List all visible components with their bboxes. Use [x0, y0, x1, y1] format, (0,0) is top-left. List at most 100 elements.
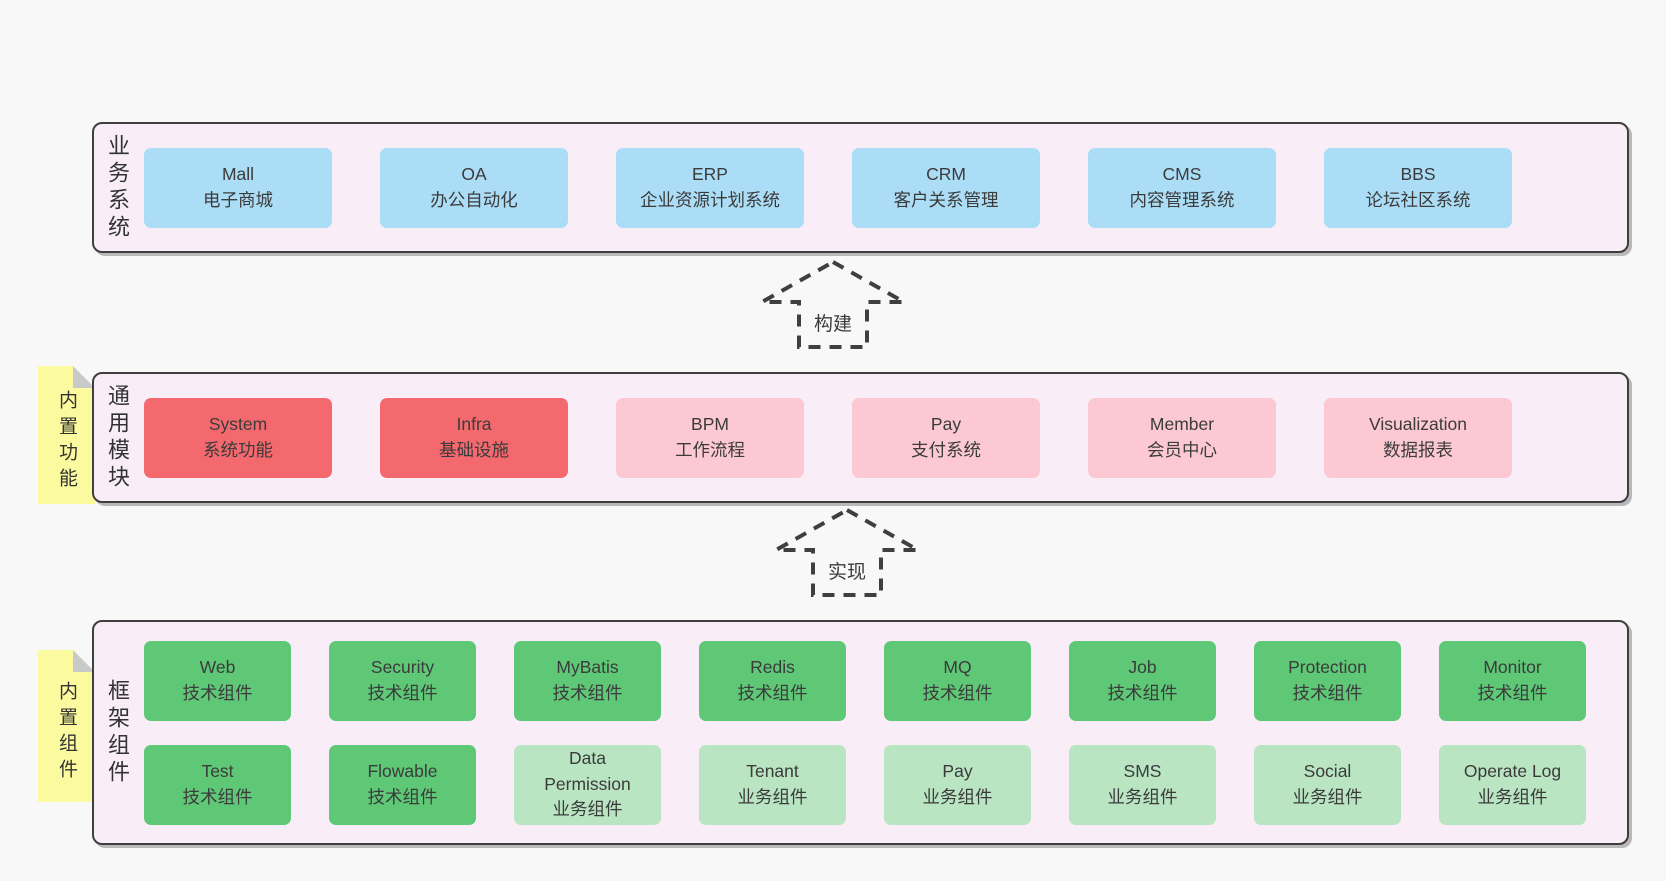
- box-bbs: BBS 论坛社区系统: [1324, 147, 1512, 228]
- layer-common-modules: 通用模块 System 系统功能 Infra 基础设施 BPM 工作流程 Pay…: [92, 372, 1629, 503]
- box-subtitle: 业务组件: [737, 786, 808, 807]
- sticky-note-builtin-features: 内置功能: [38, 366, 95, 504]
- box-subtitle: 业务组件: [1107, 786, 1178, 807]
- box-title: ERP: [692, 164, 728, 185]
- box-title: System: [208, 414, 268, 435]
- layer-label-business-systems: 业务系统: [105, 133, 130, 242]
- box-data-permission: Data Permission 业务组件: [514, 744, 661, 825]
- up-arrow-icon: [758, 259, 908, 349]
- box-title: CRM: [926, 164, 966, 185]
- arrow-implement-label: 实现: [824, 556, 870, 585]
- box-title: Flowable: [367, 761, 438, 782]
- box-title: Pay: [930, 414, 962, 435]
- arrow-implement: 实现: [772, 506, 922, 598]
- box-subtitle: 技术组件: [737, 682, 808, 703]
- layer-business-systems: 业务系统 Mall 电子商城 OA 办公自动化 ERP 企业资源计划系统 CRM…: [92, 122, 1629, 253]
- box-title: Visualization: [1369, 414, 1467, 435]
- box-subtitle: 技术组件: [1477, 682, 1548, 703]
- box-test: Test 技术组件: [144, 744, 291, 825]
- box-title: MyBatis: [556, 657, 619, 678]
- sticky-note-text: 内置组件: [56, 681, 77, 785]
- sticky-note-text: 内置功能: [56, 390, 77, 494]
- box-title: Monitor: [1483, 657, 1542, 678]
- box-tenant: Tenant 业务组件: [699, 744, 846, 825]
- box-title: Security: [370, 657, 435, 678]
- box-subtitle: 技术组件: [367, 682, 438, 703]
- box-web: Web 技术组件: [144, 640, 291, 721]
- arrow-build-label: 构建: [810, 308, 856, 337]
- box-flowable: Flowable 技术组件: [329, 744, 476, 825]
- box-erp: ERP 企业资源计划系统: [616, 147, 804, 228]
- box-infra: Infra 基础设施: [380, 397, 568, 478]
- box-title: BBS: [1400, 164, 1436, 185]
- box-title: CMS: [1162, 164, 1202, 185]
- box-title: Test: [201, 761, 234, 782]
- box-bpm: BPM 工作流程: [616, 397, 804, 478]
- box-cms: CMS 内容管理系统: [1088, 147, 1276, 228]
- box-mybatis: MyBatis 技术组件: [514, 640, 661, 721]
- box-subtitle: 业务组件: [1292, 786, 1363, 807]
- box-subtitle: 数据报表: [1383, 439, 1453, 460]
- framework-components-row-2: Test 技术组件 Flowable 技术组件 Data Permission …: [144, 744, 1586, 825]
- box-title: Data Permission: [544, 748, 631, 794]
- arrow-build: 构建: [758, 258, 908, 350]
- box-subtitle: 客户关系管理: [893, 189, 999, 210]
- box-title: Redis: [750, 657, 795, 678]
- box-system: System 系统功能: [144, 397, 332, 478]
- box-title: Social: [1303, 761, 1352, 782]
- box-title: OA: [461, 164, 487, 185]
- box-subtitle: 基础设施: [439, 439, 509, 460]
- box-subtitle: 技术组件: [552, 682, 623, 703]
- box-title: MQ: [943, 657, 972, 678]
- box-subtitle: 业务组件: [922, 786, 993, 807]
- box-visualization: Visualization 数据报表: [1324, 397, 1512, 478]
- box-subtitle: 企业资源计划系统: [640, 189, 780, 210]
- box-title: Member: [1149, 414, 1215, 435]
- box-subtitle: 内容管理系统: [1129, 189, 1235, 210]
- box-subtitle: 工作流程: [675, 439, 745, 460]
- box-title: Operate Log: [1463, 761, 1562, 782]
- box-subtitle: 技术组件: [182, 786, 253, 807]
- box-job: Job 技术组件: [1069, 640, 1216, 721]
- sticky-note-builtin-components: 内置组件: [38, 650, 95, 802]
- box-pay-component: Pay 业务组件: [884, 744, 1031, 825]
- box-subtitle: 业务组件: [552, 799, 623, 820]
- layer-label-common-modules: 通用模块: [105, 383, 130, 492]
- box-protection: Protection 技术组件: [1254, 640, 1401, 721]
- box-title: BPM: [691, 414, 729, 435]
- box-title: SMS: [1123, 761, 1162, 782]
- layer-framework-components: 框架组件 Web 技术组件 Security 技术组件 MyBatis 技术组件…: [92, 620, 1629, 845]
- box-subtitle: 技术组件: [1107, 682, 1178, 703]
- box-subtitle: 系统功能: [203, 439, 273, 460]
- box-subtitle: 技术组件: [1292, 682, 1363, 703]
- box-sms: SMS 业务组件: [1069, 744, 1216, 825]
- box-title: Tenant: [746, 761, 799, 782]
- box-mq: MQ 技术组件: [884, 640, 1031, 721]
- box-member: Member 会员中心: [1088, 397, 1276, 478]
- box-subtitle: 论坛社区系统: [1365, 189, 1471, 210]
- up-arrow-icon: [772, 507, 922, 597]
- box-subtitle: 办公自动化: [430, 189, 518, 210]
- box-subtitle: 会员中心: [1147, 439, 1217, 460]
- box-pay-system: Pay 支付系统: [852, 397, 1040, 478]
- box-security: Security 技术组件: [329, 640, 476, 721]
- box-subtitle: 支付系统: [911, 439, 981, 460]
- common-modules-boxes: System 系统功能 Infra 基础设施 BPM 工作流程 Pay 支付系统…: [144, 397, 1512, 478]
- layer-label-framework-components: 框架组件: [105, 678, 130, 787]
- box-title: Web: [199, 657, 236, 678]
- box-operate-log: Operate Log 业务组件: [1439, 744, 1586, 825]
- box-title: Job: [1128, 657, 1157, 678]
- framework-components-rows: Web 技术组件 Security 技术组件 MyBatis 技术组件 Redi…: [144, 640, 1586, 825]
- box-title: Infra: [456, 414, 492, 435]
- box-subtitle: 技术组件: [922, 682, 993, 703]
- box-monitor: Monitor 技术组件: [1439, 640, 1586, 721]
- box-title: Mall: [221, 164, 255, 185]
- box-subtitle: 技术组件: [182, 682, 253, 703]
- box-oa: OA 办公自动化: [380, 147, 568, 228]
- box-mall: Mall 电子商城: [144, 147, 332, 228]
- box-social: Social 业务组件: [1254, 744, 1401, 825]
- business-systems-boxes: Mall 电子商城 OA 办公自动化 ERP 企业资源计划系统 CRM 客户关系…: [144, 147, 1512, 228]
- box-crm: CRM 客户关系管理: [852, 147, 1040, 228]
- box-subtitle: 业务组件: [1477, 786, 1548, 807]
